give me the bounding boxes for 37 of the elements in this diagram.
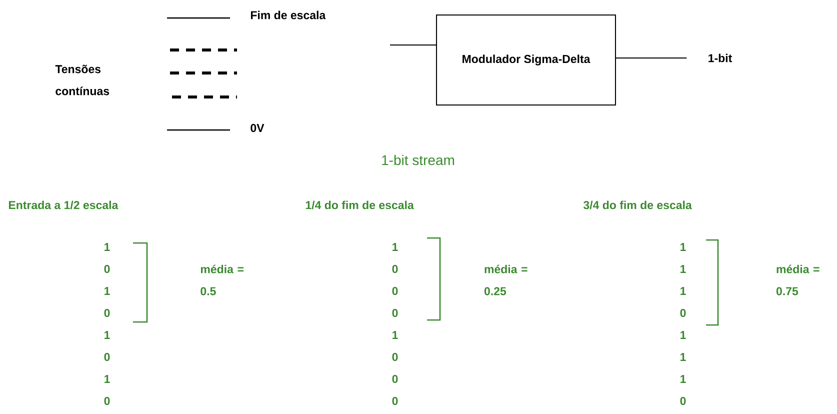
bit-value: 0 <box>104 308 110 318</box>
bit-value: 0 <box>680 396 686 406</box>
average-label: média = 0.5 <box>200 264 244 296</box>
bit-value: 0 <box>392 308 398 318</box>
output-label: 1-bit <box>708 54 732 62</box>
column-heading: 1/4 do fim de escala <box>306 200 414 210</box>
bit-value: 1 <box>392 243 398 251</box>
bit-value: 0 <box>392 352 398 362</box>
bit-value: 1 <box>104 243 110 251</box>
bit-value: 0 <box>680 308 686 318</box>
bit-value: 1 <box>680 243 686 251</box>
bit-value: 0 <box>104 352 110 362</box>
connector-line <box>390 44 436 46</box>
bit-value: 0 <box>392 286 398 296</box>
modulator-box: Modulador Sigma-Delta <box>436 14 616 106</box>
label: Fim de escala <box>250 10 326 20</box>
bit-value: 1 <box>104 375 110 383</box>
bit-value: 1 <box>680 331 686 339</box>
average-label: média = 0.25 <box>484 264 528 296</box>
average-label: média = 0.75 <box>776 264 820 296</box>
bit-value: 0 <box>392 396 398 406</box>
bit-value: 1 <box>392 331 398 339</box>
stream-title: 1-bit stream <box>382 154 454 166</box>
bit-value: 1 <box>104 287 110 295</box>
bit-value: 0 <box>104 396 110 406</box>
bit-value: 1 <box>680 353 686 361</box>
bit-value: 0 <box>392 374 398 384</box>
bit-value: 1 <box>104 331 110 339</box>
bit-value: 1 <box>680 265 686 273</box>
bit-value: 0 <box>392 264 398 274</box>
column-heading: 3/4 do fim de escala <box>583 200 692 210</box>
label: 0V <box>250 124 264 132</box>
bit-value: 0 <box>104 264 110 274</box>
bit-value: 1 <box>680 375 686 383</box>
column-heading: Entrada a 1/2 escala <box>8 200 118 210</box>
label: Tensões contínuas <box>55 64 110 96</box>
bit-value: 1 <box>680 287 686 295</box>
